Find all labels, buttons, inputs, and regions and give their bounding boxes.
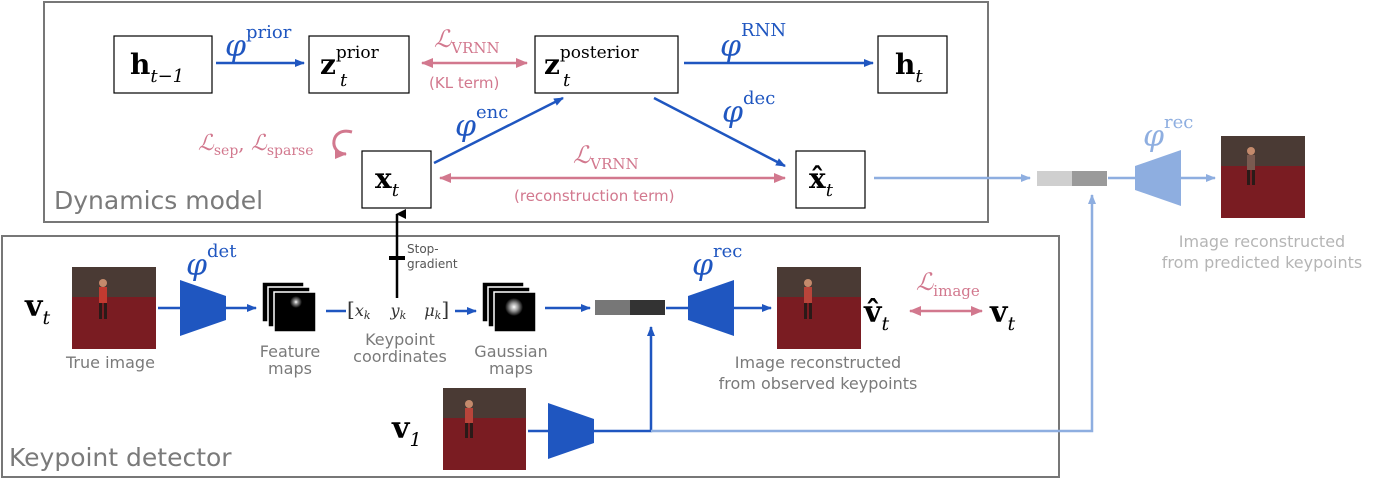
z-prior-sub: t (340, 70, 348, 91)
z-posterior-sub: t (563, 70, 571, 91)
feature-maps-stack (261, 281, 317, 333)
x-t-label: xt (375, 162, 400, 201)
v-1-label: v1 (391, 411, 422, 451)
predicted-concat-bar-first-frame (1072, 171, 1107, 186)
loss-vrnn-rec-note: (reconstruction term) (514, 187, 674, 205)
phi-enc-label: φenc (455, 102, 508, 144)
z-prior-box (308, 35, 410, 94)
concat-bar-first-frame (630, 300, 665, 315)
loss-vrnn-rec-label: ℒVRNN (573, 141, 639, 173)
predicted-concat-bar-keypoints (1037, 171, 1072, 186)
h-t-label: ht (895, 48, 923, 87)
z-posterior-box (534, 35, 679, 94)
z-prior-label: zprior (320, 43, 380, 81)
phi-rnn-label: φRNN (720, 20, 786, 64)
loss-image-label: ℒimage (916, 268, 980, 300)
h-t-box (877, 35, 948, 94)
keypoint-detector-title: Keypoint detector (9, 443, 232, 472)
stop-gradient-label: Stop-gradient (407, 242, 458, 271)
x-hat-t-label: x̂t (809, 162, 834, 201)
reconstruction-decoder-shape (688, 280, 734, 336)
arrow-first-frame-to-concat (594, 326, 655, 433)
loss-vrnn-kl-note: (KL term) (429, 74, 499, 92)
first-frame-thumbnail (443, 388, 526, 470)
h-prev-box (113, 35, 213, 94)
arrow-z-post-to-x-hat (653, 96, 786, 168)
phi-dec-label: φdec (722, 88, 775, 130)
phi-prior-label: φprior (225, 22, 292, 64)
z-posterior-label: zposterior (544, 43, 639, 81)
predicted-decoder-shape (1135, 150, 1181, 206)
arrow-x-t-to-z-post (433, 96, 564, 165)
phi-rec-predicted-label: φrec (1143, 112, 1193, 154)
arrow-first-frame-to-predicted-concat (651, 194, 1096, 433)
x-hat-t-box (795, 150, 866, 209)
dynamics-model-title: Dynamics model (54, 186, 263, 215)
detector-encoder-shape (180, 280, 226, 336)
loss-sep-sparse-label: ℒsep, ℒsparse (198, 131, 314, 159)
dynamics-model-panel (43, 1, 989, 223)
reconstructed-predicted-thumbnail (1221, 136, 1305, 218)
true-image-label: True image (65, 353, 155, 372)
v-hat-t-label: v̂t (863, 295, 889, 335)
reconstructed-observed-thumbnail (777, 267, 861, 349)
concat-bar-gaussian (595, 300, 630, 315)
gaussian-maps-stack (481, 281, 537, 333)
keypoint-detector-panel (1, 235, 1060, 478)
h-prev-label: ht−1 (130, 48, 184, 87)
first-frame-encoder-shape (548, 403, 594, 459)
x-t-box (361, 150, 432, 209)
v-t-left-label: vt (24, 289, 50, 329)
loss-sep-loop-arrow (332, 129, 353, 159)
loss-vrnn-kl-label: ℒVRNN (434, 25, 500, 57)
phi-det-label: φdet (186, 241, 237, 283)
phi-rec-label: φrec (692, 241, 742, 283)
v-t-right-label: vt (989, 295, 1015, 335)
true-image-thumbnail (72, 267, 156, 349)
